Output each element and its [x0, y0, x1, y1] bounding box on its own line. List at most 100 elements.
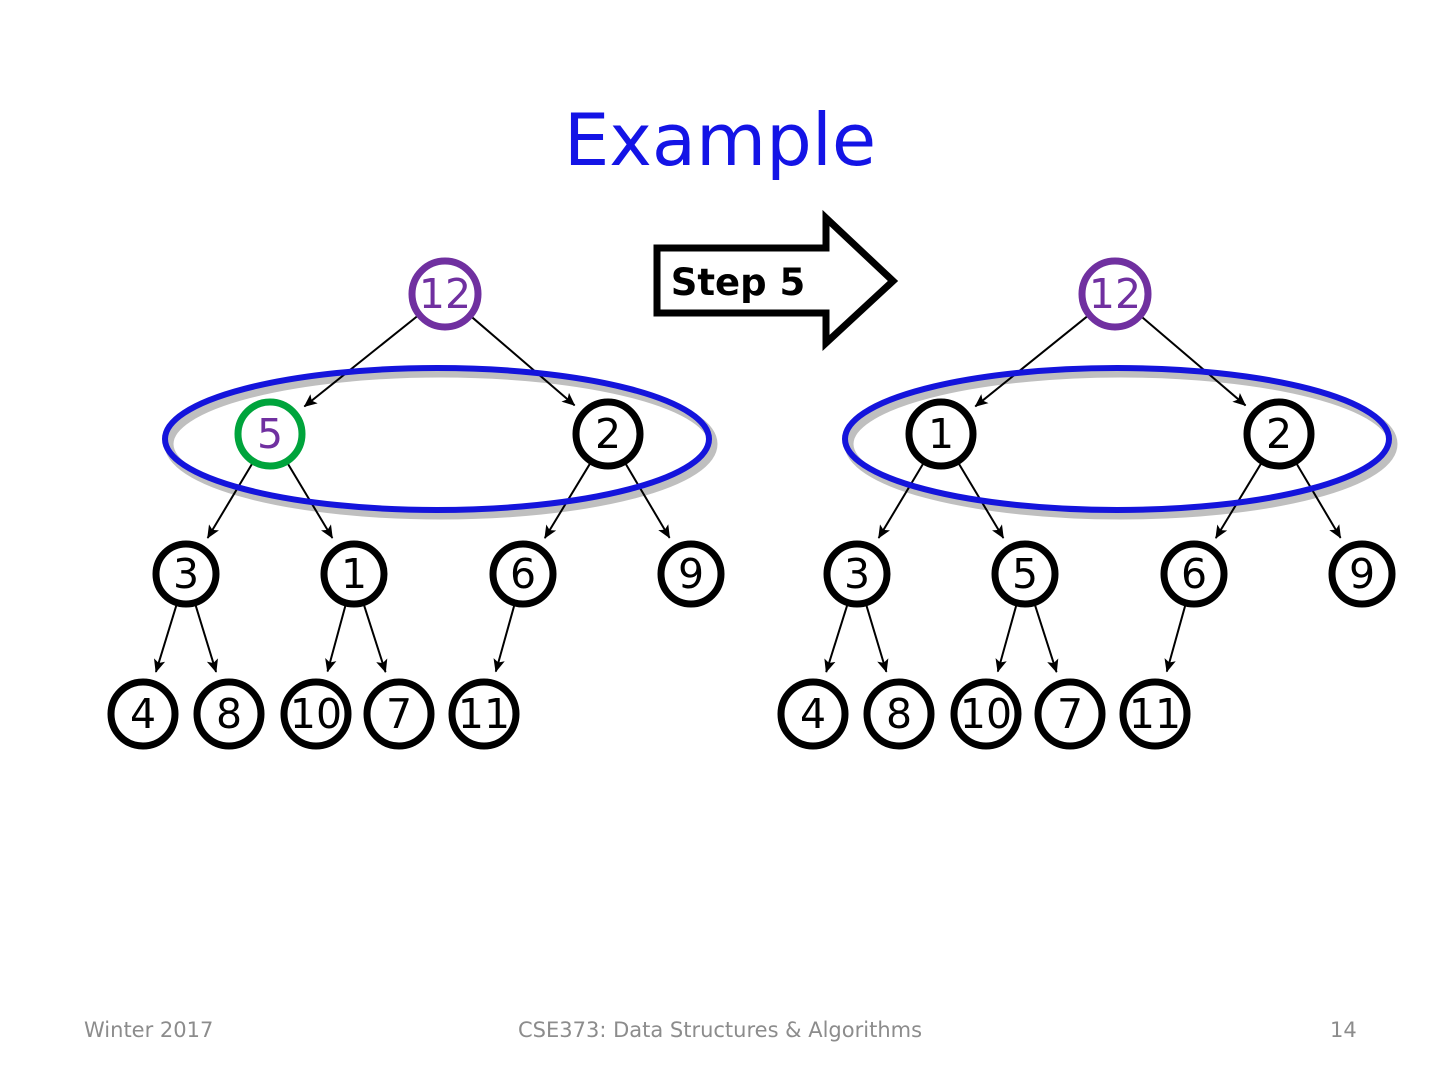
node-label: 9: [678, 550, 704, 598]
node-circle: [107, 678, 179, 750]
node-circle: [1160, 540, 1228, 608]
node-label: 1: [928, 410, 954, 458]
node-label: 3: [844, 550, 870, 598]
tree-node[interactable]: 4: [107, 678, 179, 750]
node-label: 8: [886, 690, 912, 738]
node-label: 6: [510, 550, 536, 598]
node-circle: [777, 678, 849, 750]
left-highlight-ellipse: [162, 365, 712, 513]
tree-edge: [1140, 315, 1247, 407]
tree-node[interactable]: 3: [823, 540, 891, 608]
right-ellipse-shadow: [844, 368, 1398, 520]
tree-node[interactable]: 8: [193, 678, 265, 750]
node-circle: [234, 398, 306, 470]
node-label: 10: [290, 690, 342, 738]
tree-edge: [470, 316, 576, 407]
tree-node[interactable]: 12: [408, 257, 482, 331]
node-circle: [489, 540, 557, 608]
node-circle: [950, 678, 1022, 750]
node-circle: [193, 678, 265, 750]
step-arrow-label: Step 5: [671, 261, 806, 304]
tree-node[interactable]: 9: [657, 540, 725, 608]
tree-edge: [1164, 604, 1187, 673]
tree-node[interactable]: 11: [448, 678, 520, 750]
footer-course: CSE373: Data Structures & Algorithms: [517, 1018, 923, 1042]
page-number: 14: [1330, 1018, 1357, 1042]
node-label: 5: [1012, 550, 1038, 598]
tree-edge: [206, 462, 254, 539]
tree-node[interactable]: 6: [489, 540, 557, 608]
node-label: 1: [341, 550, 367, 598]
tree-edge: [1295, 462, 1342, 539]
tree-edge: [824, 604, 849, 673]
node-circle: [823, 540, 891, 608]
node-label: 9: [1349, 550, 1375, 598]
node-label: 4: [130, 690, 156, 738]
node-circle: [1078, 257, 1152, 331]
tree-edge: [974, 315, 1089, 408]
tree-node[interactable]: 6: [1160, 540, 1228, 608]
node-circle: [1119, 678, 1191, 750]
node-circle: [448, 678, 520, 750]
tree-node[interactable]: 5: [991, 540, 1059, 608]
node-label: 2: [595, 410, 621, 458]
node-circle: [363, 678, 435, 750]
tree-node[interactable]: 2: [572, 398, 644, 470]
block-arrow-right-icon: [653, 209, 899, 352]
tree-edge: [194, 604, 218, 673]
node-circle: [320, 540, 388, 608]
tree-node[interactable]: 3: [152, 540, 220, 608]
tree-node[interactable]: 4: [777, 678, 849, 750]
step-arrow-group: Step 5: [653, 209, 899, 352]
tree-node[interactable]: 9: [1328, 540, 1396, 608]
tree-node[interactable]: 10: [950, 678, 1022, 750]
node-circle: [152, 540, 220, 608]
right-highlight-ellipse: [842, 365, 1392, 513]
tree-node[interactable]: 11: [1119, 678, 1191, 750]
page-title: Example: [563, 98, 877, 182]
tree-edge: [154, 604, 178, 673]
node-circle: [991, 540, 1059, 608]
node-circle: [572, 398, 644, 470]
node-circle: [1328, 540, 1396, 608]
node-circle: [280, 678, 352, 750]
node-label: 6: [1181, 550, 1207, 598]
tree-node[interactable]: 7: [363, 678, 435, 750]
tree-edge: [865, 604, 889, 673]
node-circle: [1034, 678, 1106, 750]
footer-term: Winter 2017: [84, 1018, 214, 1042]
node-label: 12: [419, 270, 471, 318]
node-circle: [863, 678, 935, 750]
node-label: 11: [458, 690, 510, 738]
tree-edge: [362, 604, 388, 673]
tree-edge: [995, 604, 1018, 673]
node-label: 11: [1129, 690, 1181, 738]
node-circle: [905, 398, 977, 470]
tree-node[interactable]: 12: [1078, 257, 1152, 331]
node-label: 7: [386, 690, 412, 738]
tree-edge: [1033, 604, 1059, 673]
tree-node[interactable]: 10: [280, 678, 352, 750]
node-label: 7: [1057, 690, 1083, 738]
left-tree-nodes: 12 5 2 3 1 6 9 4 8 10 7 11: [107, 257, 725, 750]
tree-node[interactable]: 5: [234, 398, 306, 470]
tree-node[interactable]: 1: [320, 540, 388, 608]
tree-edge: [325, 604, 347, 673]
node-label: 10: [960, 690, 1012, 738]
node-label: 4: [800, 690, 826, 738]
left-ellipse-shadow: [164, 368, 718, 520]
tree-node[interactable]: 8: [863, 678, 935, 750]
node-label: 2: [1266, 410, 1292, 458]
node-label: 8: [216, 690, 242, 738]
tree-edge: [303, 315, 419, 408]
tree-node[interactable]: 1: [905, 398, 977, 470]
tree-edge: [624, 462, 671, 539]
tree-node[interactable]: 2: [1243, 398, 1315, 470]
ellipse-shadow-group: [164, 368, 1398, 520]
node-label: 3: [173, 550, 199, 598]
tree-node[interactable]: 7: [1034, 678, 1106, 750]
tree-edge: [493, 604, 516, 673]
